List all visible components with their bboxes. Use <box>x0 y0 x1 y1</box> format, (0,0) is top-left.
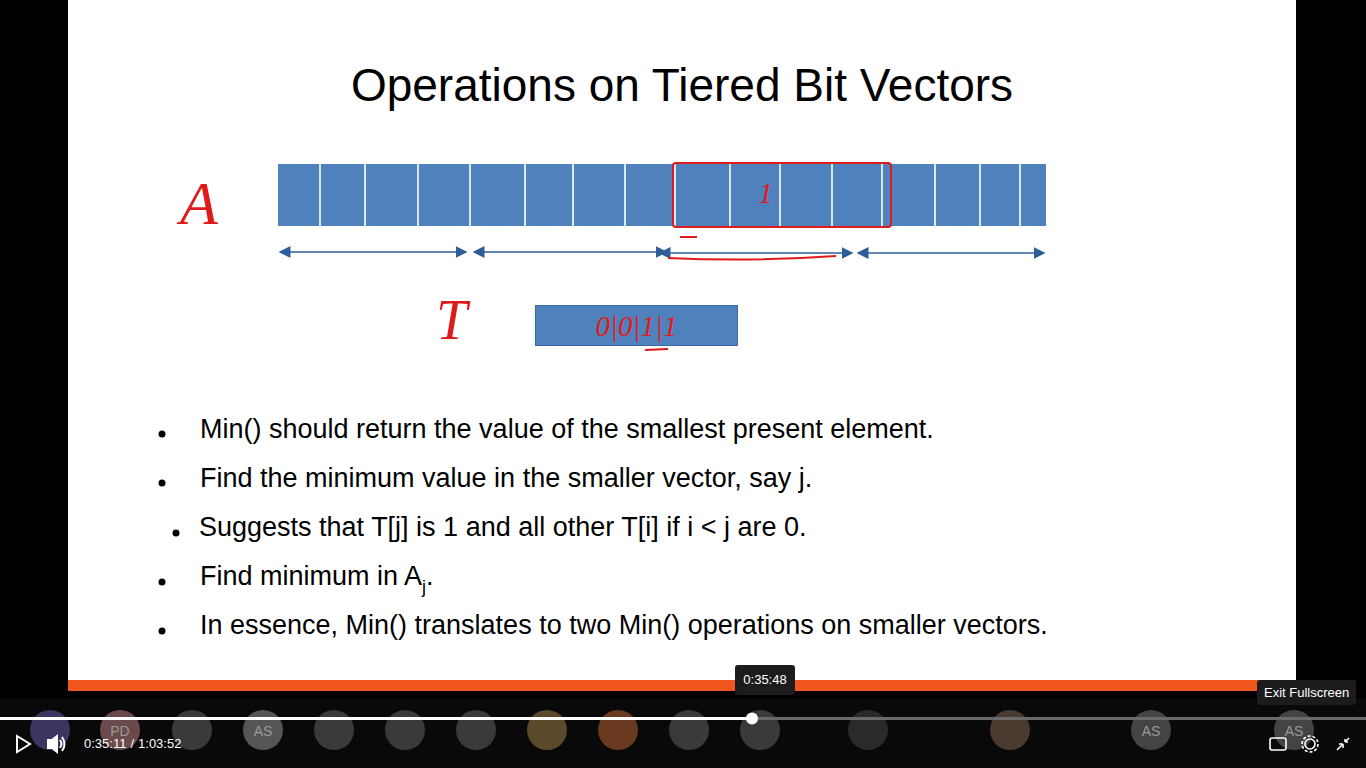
bullet-point: Find the minimum value in the smaller ve… <box>200 463 812 494</box>
avatar-initials: AS <box>1131 723 1171 739</box>
seek-time: 0:35:48 <box>735 665 795 695</box>
bullet-text: Find the minimum value in the smaller ve… <box>200 463 812 493</box>
bullet-text: . <box>426 561 434 591</box>
vector-name: T <box>436 292 467 348</box>
vector-name: A <box>180 172 218 234</box>
progress-played <box>0 717 752 720</box>
avatar-initials: AS <box>1274 723 1314 739</box>
cell-dividers <box>320 164 1020 226</box>
bit-vector <box>278 164 1046 226</box>
button-tooltip: Exit Fullscreen <box>1257 680 1356 705</box>
bullet-dots <box>159 431 180 635</box>
progress-handle <box>746 713 758 725</box>
highlight-box: 1 <box>672 162 892 228</box>
seek-tooltip: 0:35:48 <box>735 665 795 695</box>
bullet-point: Find minimum in Aj. <box>200 561 434 598</box>
tooltip-text: Exit Fullscreen <box>1264 680 1349 705</box>
play-icon <box>17 736 30 752</box>
progress-track <box>0 717 1366 720</box>
time-text: 1:03:52 <box>138 736 181 751</box>
bit-value: 1 <box>758 178 773 208</box>
slide-bar <box>68 680 1296 691</box>
player-right-icons <box>1270 736 1349 752</box>
time-text: / <box>130 736 134 751</box>
player-bar <box>0 698 1366 768</box>
bullet-text: Min() should return the value of the sma… <box>200 414 934 444</box>
volume-icon <box>48 736 65 752</box>
avatar-initials: PD <box>100 723 140 739</box>
time-display: 0:35:11/1:03:52 <box>84 736 181 751</box>
slide-title: Operations on Tiered Bit Vectors <box>68 58 1296 112</box>
bullet-text: Suggests that T[j] is 1 and all other T[… <box>199 512 807 542</box>
slide-page <box>68 0 1296 680</box>
bullet-point: In essence, Min() translates to two Min(… <box>200 610 1048 641</box>
range-arrows <box>280 252 1044 253</box>
avatar-initials: AS <box>243 723 283 739</box>
bullet-text: Find minimum in A <box>200 561 422 591</box>
participant-avatars <box>30 710 1314 750</box>
bullet-point: Suggests that T[j] is 1 and all other T[… <box>199 512 807 543</box>
bit-vector-A: A1 <box>278 164 1046 226</box>
tier-vector-T: T0|0|1|1 <box>535 305 738 346</box>
bit-values: 0|0|1|1 <box>536 306 737 345</box>
bullet-text: In essence, Min() translates to two Min(… <box>200 610 1048 640</box>
bullet-point: Min() should return the value of the sma… <box>200 414 934 445</box>
bullet-text: j <box>422 577 426 597</box>
